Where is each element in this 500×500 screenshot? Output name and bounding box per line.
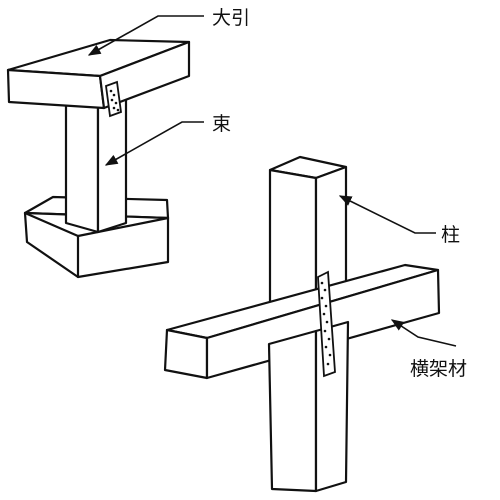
column-connector-plate: [317, 270, 336, 378]
hashira-leader-arrow: [338, 195, 436, 234]
left-connector-plate: [105, 80, 122, 118]
sill-beam: [6, 38, 191, 110]
beam-side-face: [98, 40, 191, 110]
column-lower-left-face: [267, 329, 318, 493]
ohiki-leader-arrow: [87, 15, 204, 56]
left-assembly: 大引 束: [6, 7, 250, 279]
ohiki-label: 大引: [212, 7, 250, 29]
post-right-face: [96, 94, 128, 234]
yokogazai-label: 横架材: [410, 358, 467, 380]
right-assembly: 柱 横架材: [163, 155, 467, 493]
yokogazai-leader-arrow: [390, 319, 457, 347]
cross-beam-end-face: [163, 328, 209, 380]
short-post: [64, 94, 128, 234]
post-left-face: [64, 96, 100, 234]
tsuka-label: 束: [212, 113, 231, 135]
tsuka-leader-arrow: [104, 121, 204, 166]
hashira-label: 柱: [441, 224, 460, 246]
beam-end-face: [6, 68, 106, 110]
footing-block: [23, 195, 170, 279]
